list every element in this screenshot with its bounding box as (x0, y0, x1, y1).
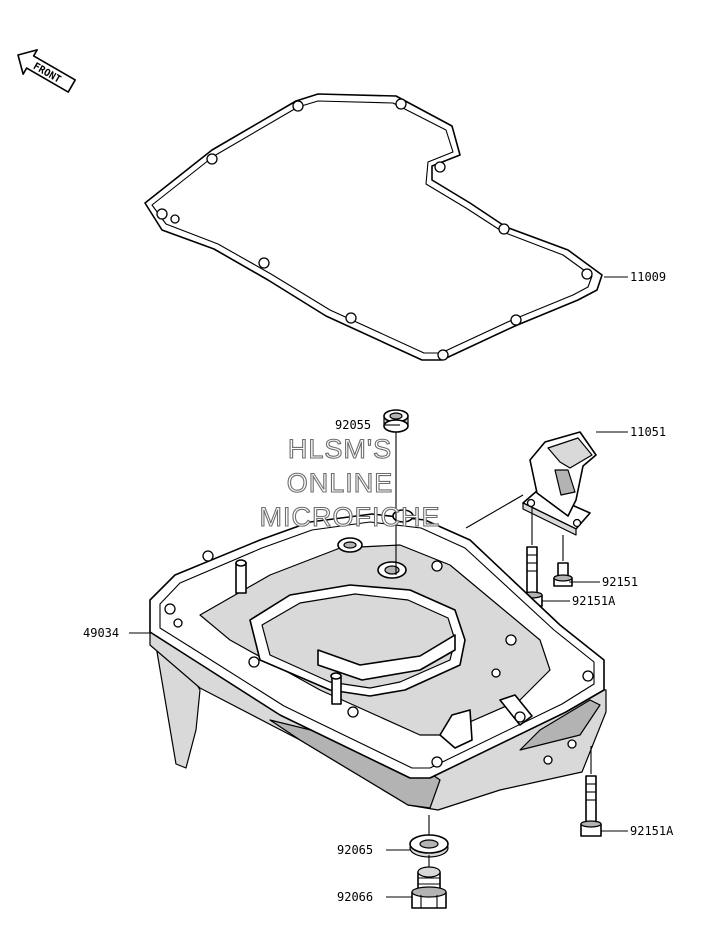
part-labels: 11009 92055 11051 92151 92151A 49034 921… (83, 270, 674, 904)
front-arrow-icon: FRONT (17, 49, 77, 93)
part-label-92151A-upper[interactable]: 92151A (572, 594, 616, 608)
leader-lines (129, 276, 628, 898)
part-label-49034[interactable]: 49034 (83, 626, 119, 640)
part-label-92066[interactable]: 92066 (337, 890, 373, 904)
drain-plug-92066 (411, 866, 447, 909)
part-label-92065[interactable]: 92065 (337, 843, 373, 857)
bolt-92151A-lower (580, 775, 602, 837)
bracket-11051 (522, 431, 597, 536)
watermark-line-3: MICROFICHE (260, 502, 441, 532)
bolt-92151 (553, 562, 573, 587)
oil-pan-49034 (149, 509, 607, 811)
part-label-92055[interactable]: 92055 (335, 418, 371, 432)
oil-pan-gasket (144, 93, 603, 361)
part-label-92151[interactable]: 92151 (602, 575, 638, 589)
part-label-92151A-lower[interactable]: 92151A (630, 824, 674, 838)
watermark: HLSM'S ONLINE MICROFICHE (259, 433, 441, 532)
washer-92065 (409, 834, 449, 858)
part-label-11009[interactable]: 11009 (630, 270, 666, 284)
washer-92055 (383, 409, 409, 433)
watermark-line-1: HLSM'S (288, 434, 392, 464)
watermark-line-2: ONLINE (287, 468, 394, 498)
part-label-11051[interactable]: 11051 (630, 425, 666, 439)
